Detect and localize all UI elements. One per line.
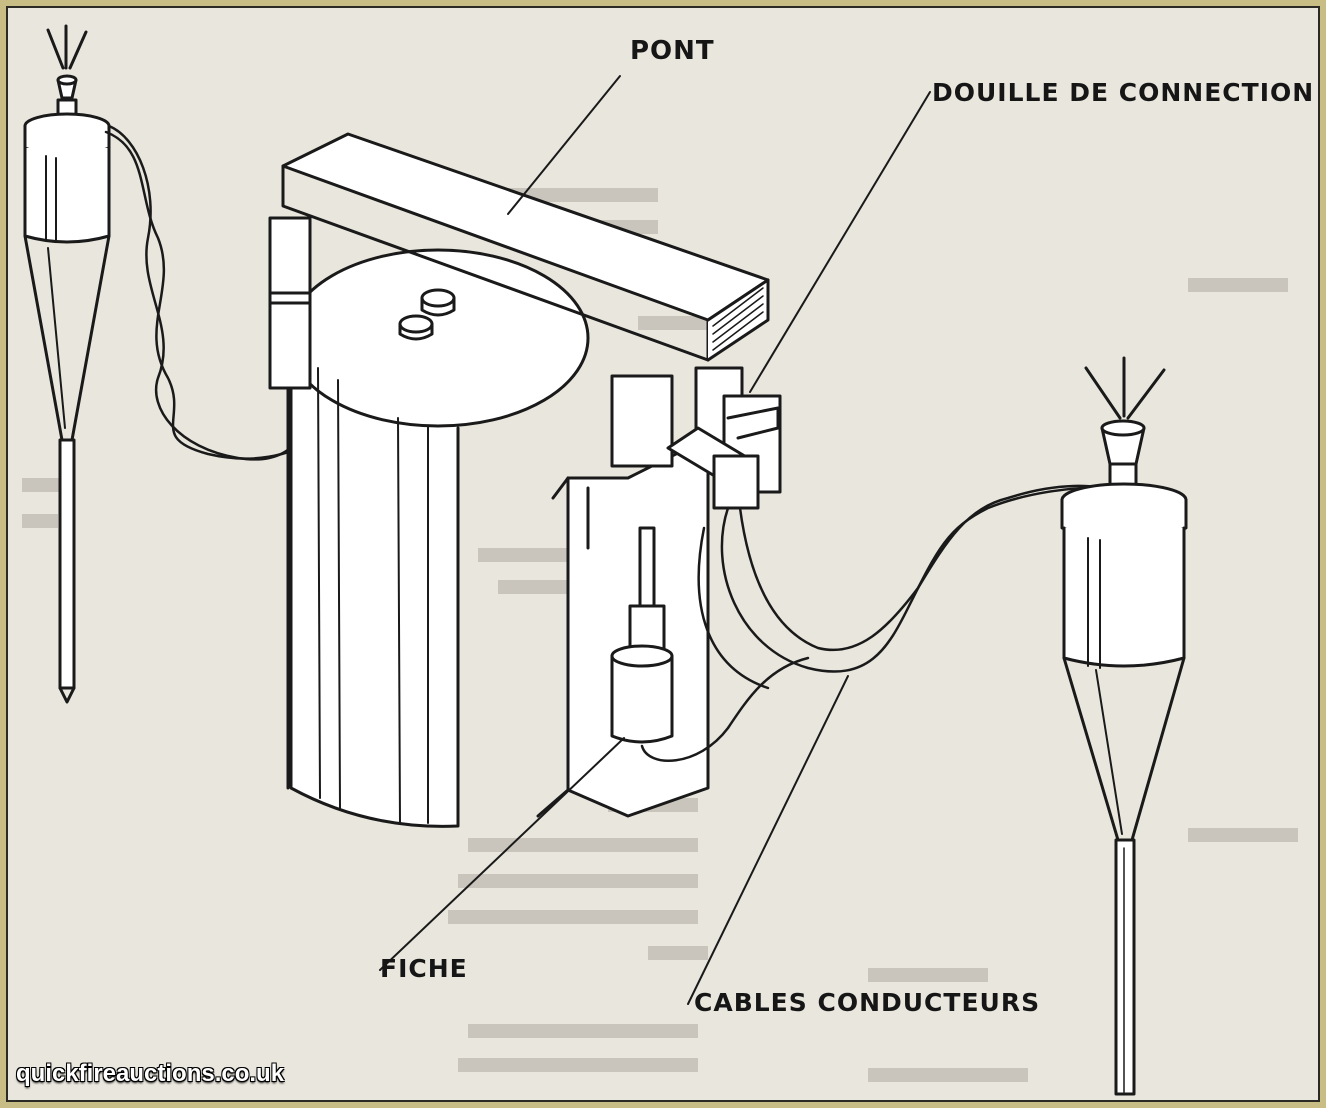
left-twisted-cable [104, 124, 320, 461]
watermark: quickfireauctions.co.uk [16, 1060, 285, 1087]
pont-bridge-bar [268, 132, 770, 468]
document-figure: PONT DOUILLE DE CONNECTION FICHE CABLES … [6, 6, 1320, 1102]
label-pont: PONT [630, 36, 715, 66]
detonator-assembly-drawing [22, 24, 1298, 1096]
label-leader-lines [379, 75, 931, 1005]
left-detonator [23, 24, 111, 704]
label-douille-de-connection: DOUILLE DE CONNECTION [932, 78, 1315, 107]
label-fiche: FICHE [380, 954, 468, 983]
right-detonator [1060, 356, 1188, 1096]
label-cables-conducteurs: CABLES CONDUCTEURS [694, 988, 1041, 1017]
cables-conducteurs [640, 484, 1114, 762]
fiche-plug [610, 526, 674, 744]
douille-connection-sockets [666, 366, 782, 510]
